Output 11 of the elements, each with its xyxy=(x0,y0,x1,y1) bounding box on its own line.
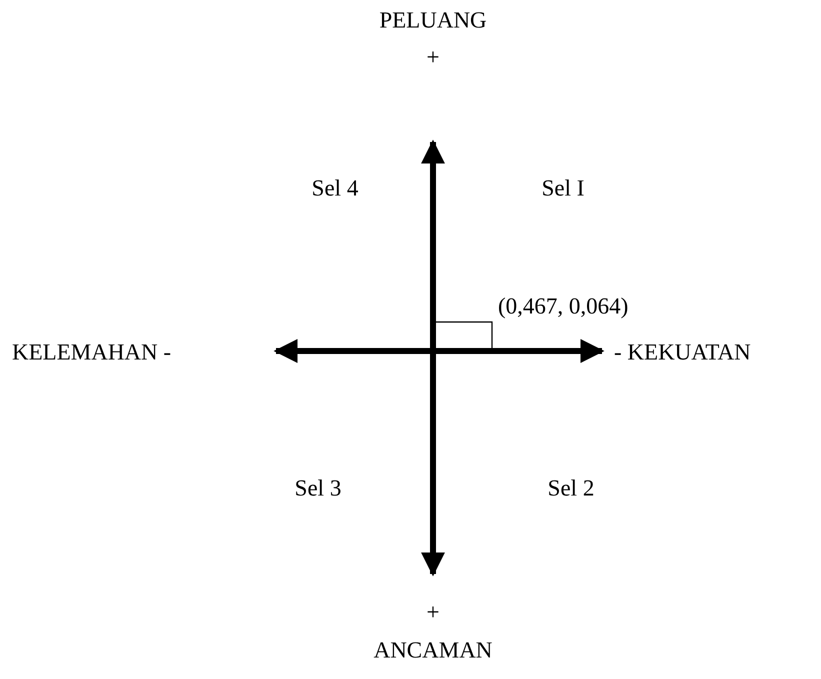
quadrant-label: Sel 3 xyxy=(294,476,342,500)
quadrant-label: Sel I xyxy=(542,176,584,200)
coordinate-label: (0,467, 0,064) xyxy=(498,294,628,318)
sign-label: + xyxy=(426,46,440,68)
axis-label: ANCAMAN xyxy=(374,638,492,662)
axis-label: KELEMAHAN - xyxy=(12,340,172,364)
quadrant-label: Sel 2 xyxy=(548,476,594,500)
sign-label: + xyxy=(426,600,440,624)
axis-label: PELUANG xyxy=(379,8,487,32)
quadrant-label: Sel 4 xyxy=(312,176,358,200)
axis-label: - KEKUATAN xyxy=(614,340,751,364)
